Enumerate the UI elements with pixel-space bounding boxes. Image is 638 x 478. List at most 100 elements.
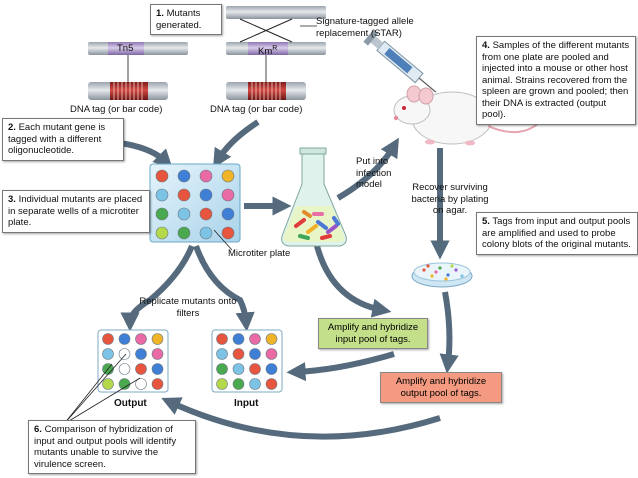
dna-tag-left (88, 82, 168, 100)
colony (460, 274, 464, 278)
output-well (102, 348, 114, 360)
amp-input-text: Amplify and hybridize input pool of tags… (327, 322, 419, 345)
step-6-text: Comparison of hybridization of input and… (34, 424, 177, 470)
step-6-number: 6. (34, 424, 42, 435)
input-well (216, 378, 228, 390)
input-well (249, 378, 261, 390)
star-cross-2 (239, 18, 293, 43)
input-well (265, 348, 278, 360)
input-well (249, 333, 261, 345)
dna-bar-star (226, 6, 326, 19)
step-3-text: Individual mutants are placed in separat… (8, 194, 143, 228)
output-well (118, 348, 131, 360)
input-well (216, 333, 228, 345)
colony (438, 266, 442, 270)
input-well (232, 378, 245, 390)
step-5-number: 5. (482, 216, 490, 227)
step-2-text: Each mutant gene is tagged with a differ… (8, 122, 106, 156)
amp-output-text: Amplify and hybridize output pool of tag… (395, 376, 487, 399)
input-well (249, 363, 261, 375)
input-well (232, 348, 245, 360)
step-3-number: 3. (8, 194, 16, 205)
microtiter-well (177, 169, 191, 183)
petri-dish (411, 262, 473, 288)
input-plate (211, 329, 283, 393)
input-well (216, 363, 228, 375)
replicate-label: Replicate mutants onto filters (138, 296, 238, 319)
input-well (265, 378, 278, 390)
step-1-text: Mutants generated. (156, 8, 202, 31)
output-well (118, 333, 131, 345)
colony (426, 264, 430, 268)
output-well (102, 333, 114, 345)
amp-input-box: Amplify and hybridize input pool of tags… (318, 318, 428, 349)
recover-label: Recover surviving bacteria by plating on… (408, 182, 492, 217)
microtiter-well (177, 226, 191, 240)
mouse (393, 85, 541, 146)
colony (430, 274, 434, 278)
arrow-plate-to-output (120, 244, 195, 332)
step-4-text: Samples of the different mutants from on… (482, 40, 630, 120)
tn5-element (108, 42, 144, 55)
km-label-text: Km (258, 46, 273, 58)
dna-tag-right (226, 82, 306, 100)
output-well (151, 363, 164, 375)
colony (434, 270, 438, 274)
microtiter-well (221, 226, 235, 240)
output-well (151, 348, 164, 360)
km-label-sup: R (272, 45, 278, 52)
arrow-flask-to-mouse (336, 137, 399, 201)
microtiter-well (199, 188, 213, 202)
input-well (249, 348, 261, 360)
output-well (135, 363, 147, 375)
colony (422, 268, 426, 272)
microtiter-well (155, 188, 169, 202)
step-1-box: 1. Mutants generated. (150, 4, 222, 35)
colony (446, 273, 450, 277)
star-label-text: Signature-tagged allele replacement (STA… (316, 16, 414, 39)
step-5-box: 5. Tags from input and output pools are … (476, 212, 638, 255)
infection-label: Put into infection model (356, 156, 404, 191)
microtiter-well (155, 169, 169, 183)
microtiter-well (221, 169, 235, 183)
input-well (265, 333, 278, 345)
km-label: KmR (258, 43, 277, 58)
step-3-box: 3. Individual mutants are placed in sepa… (2, 190, 150, 233)
step-4-number: 4. (482, 40, 490, 51)
microtiter-well (221, 188, 235, 202)
output-well (151, 378, 164, 390)
microtiter-well (199, 169, 213, 183)
step-5-text: Tags from input and output pools are amp… (482, 216, 631, 250)
flask-infection-model (281, 147, 347, 247)
syringe (363, 29, 437, 93)
input-well (232, 363, 245, 375)
microtiter-plate (149, 163, 241, 243)
step-1-number: 1. (156, 8, 164, 19)
km-element (248, 42, 288, 55)
colony (450, 264, 454, 268)
microtiter-label: Microtiter plate (228, 248, 291, 259)
infection-label-text: Put into infection model (356, 156, 392, 190)
arrow-flask-to-amp-input (313, 241, 392, 318)
input-well (232, 333, 245, 345)
output-well (151, 333, 164, 345)
arrow-dish-to-amp-output (439, 291, 459, 374)
microtiter-well (177, 207, 191, 221)
output-well (118, 363, 131, 375)
input-well (216, 348, 228, 360)
microtiter-well (199, 207, 213, 221)
output-well (135, 333, 147, 345)
dna-tag-left-label: DNA tag (or bar code) (70, 104, 163, 115)
star-label: Signature-tagged allele replacement (STA… (316, 16, 446, 39)
microtiter-well (177, 188, 191, 202)
arrow-right-to-plate (213, 119, 260, 169)
step-2-number: 2. (8, 122, 16, 133)
input-well (265, 363, 278, 375)
dna-tag-right-label: DNA tag (or bar code) (210, 104, 303, 115)
microtiter-well (155, 207, 169, 221)
step-4-box: 4. Samples of the different mutants from… (476, 36, 636, 125)
recover-label-text: Recover surviving bacteria by plating on… (411, 182, 489, 216)
input-label: Input (234, 398, 259, 409)
output-well (118, 378, 131, 390)
